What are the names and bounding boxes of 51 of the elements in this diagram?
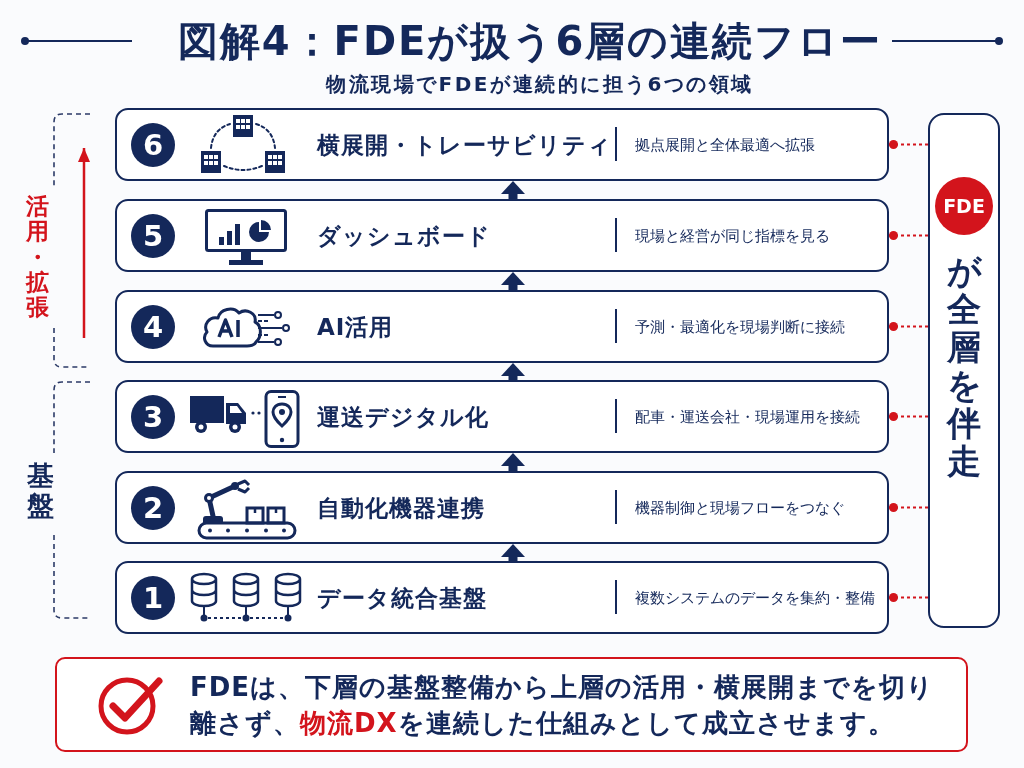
step-number: 2 [142, 493, 164, 522]
circle-badge [935, 177, 993, 235]
side-panel [928, 113, 1000, 628]
layer-description: 予測・最適化を現場判断に接続 [635, 317, 845, 337]
step-number: 5 [142, 221, 164, 250]
layer-title: 横展開・トレーサビリティ [317, 130, 612, 160]
number-circle [131, 394, 175, 439]
number-circle [131, 575, 175, 620]
dotted-connector [888, 412, 929, 421]
number-circle [131, 213, 175, 258]
arrow [501, 272, 525, 290]
dotted-connector [888, 503, 929, 512]
dotted-connector [888, 593, 929, 602]
layer-description: 配車・運送会社・現場運用を接続 [635, 407, 860, 427]
step-number: 3 [142, 402, 164, 431]
bracket-label: 活用・拡張 [25, 194, 49, 321]
arrow [501, 181, 525, 199]
layer-description: 複数システムのデータを集約・整備 [635, 588, 875, 608]
layer-description: 機器制御と現場フローをつなぐ [635, 498, 845, 518]
step-number: 1 [142, 583, 164, 612]
layer-description: 現場と経営が同じ指標を見る [635, 226, 830, 246]
arrow [501, 363, 525, 380]
arrow [501, 544, 525, 561]
layer-description: 拠点展開と全体最適へ拡張 [635, 135, 815, 155]
step-number: 4 [142, 312, 164, 341]
layer-box [115, 561, 889, 634]
layer-box [115, 290, 889, 363]
dotted-connector [888, 231, 929, 240]
layer-box [115, 108, 889, 181]
note-text: FDEは、下層の基盤整備から上層の活用・横展開までを切り離さず、物流DXを連続した仕組みとして成立させます。 [190, 670, 936, 740]
layer-title: 自動化機器連携 [317, 493, 485, 523]
number-circle [131, 485, 175, 530]
step-number: 6 [142, 130, 164, 159]
dotted-connector [888, 140, 929, 149]
layer-title: ダッシュボード [317, 221, 491, 251]
bracket-label: 基盤 [26, 461, 54, 521]
layer-title: データ統合基盤 [317, 583, 487, 613]
subtitle: 物流現場でFDEが連続的に担う6つの領域 [326, 71, 754, 97]
note-box [55, 657, 968, 752]
badge-label: FDE [943, 196, 985, 216]
layer-box [115, 471, 889, 544]
layer-box [115, 199, 889, 272]
layer-title: AI活用 [317, 312, 394, 342]
number-circle [131, 304, 175, 349]
layer-box [115, 380, 889, 453]
dotted-connector [888, 322, 929, 331]
layer-title: 運送デジタル化 [317, 402, 489, 432]
title: 図解4：FDEが扱う6層の連続フロー [177, 17, 883, 66]
number-circle [131, 122, 175, 167]
arrow [501, 453, 525, 471]
panel-text: が全層を伴走 [947, 252, 981, 480]
